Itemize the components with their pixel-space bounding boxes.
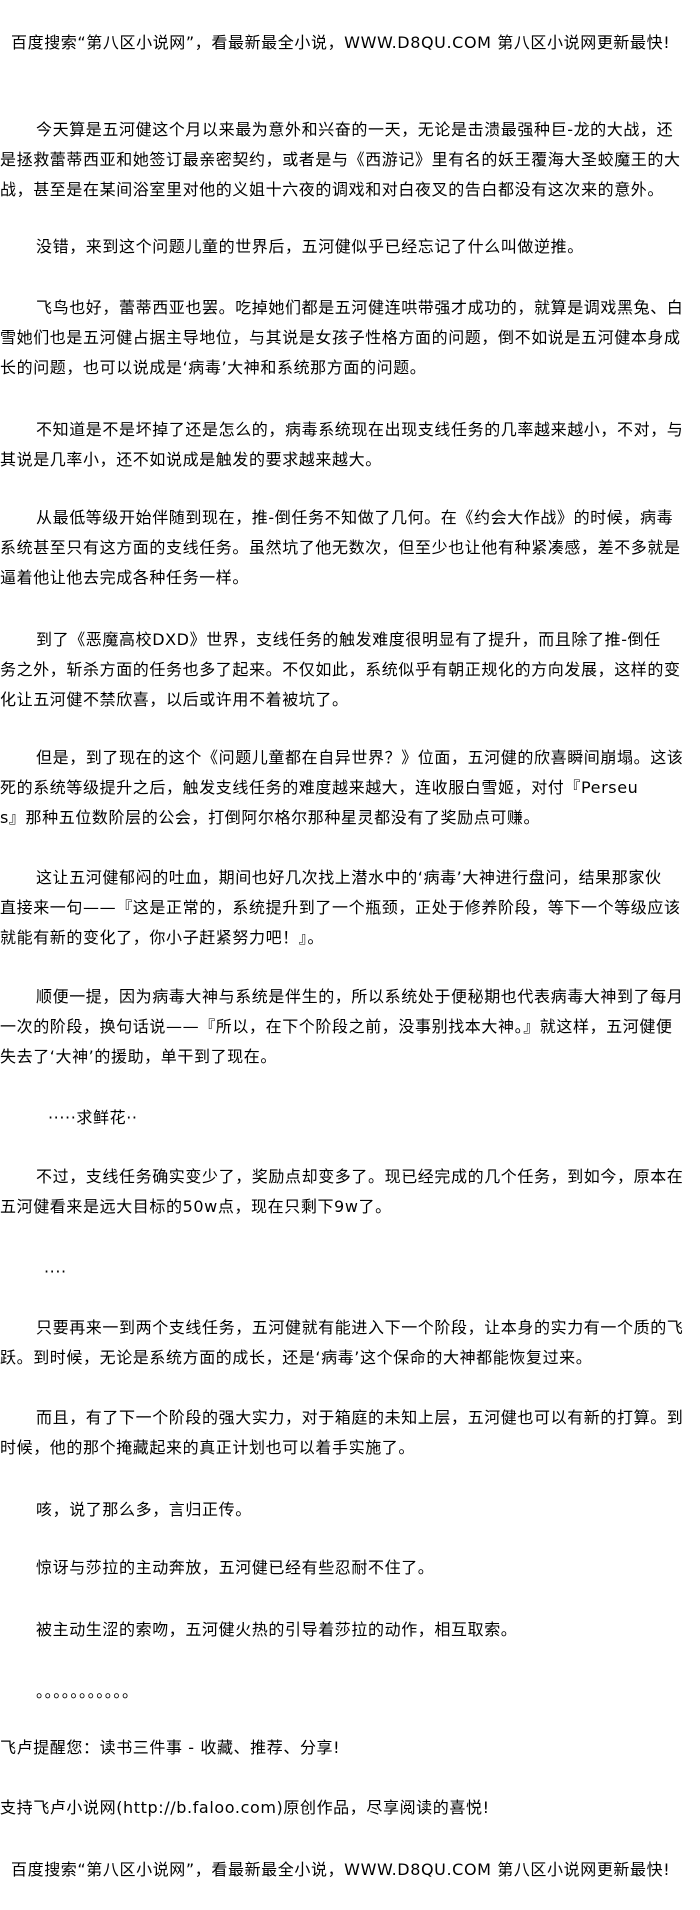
paragraph-line: 不过，支线任务确实变少了，奖励点却变多了。现已经完成的几个任务，到如今，原本在	[36, 1167, 684, 1186]
paragraph-line: 五河健看来是远大目标的50w点，现在只剩下9w了。	[0, 1197, 392, 1216]
paragraph: 今天算是五河健这个月以来最为意外和兴奋的一天，无论是击溃最强种巨-龙的大战，还是…	[0, 115, 700, 205]
notice-text: 飞卢提醒您：读书三件事 - 收藏、推荐、分享!	[0, 1738, 341, 1757]
paragraph-line: 就能有新的变化了，你小子赶紧努力吧！』。	[0, 928, 325, 947]
paragraph-line: 从最低等级开始伴随到现在，推-倒任务不知做了几何。在《约会大作战》的时候，病毒	[36, 508, 674, 527]
paragraph: 这让五河健郁闷的吐血，期间也好几次找上潜水中的‘病毒’大神进行盘问，结果那家伙直…	[0, 863, 700, 953]
paragraph-line: 其说是几率小，还不如说成是触发的要求越来越大。	[0, 450, 382, 469]
paragraph-line: 化让五河健不禁欣喜，以后或许用不着被坑了。	[0, 690, 349, 709]
reading-notice: 飞卢提醒您：读书三件事 - 收藏、推荐、分享!	[0, 1733, 700, 1763]
paragraph-line: 顺便一提，因为病毒大神与系统是伴生的，所以系统处于便秘期也代表病毒大神到了每月	[36, 987, 684, 1006]
paragraph-line: 系统甚至只有这方面的支线任务。虽然坑了他无数次，但至少也让他有种紧凑感，差不多就…	[0, 538, 681, 557]
paragraph-line: 直接来一句——『这是正常的，系统提升到了一个瓶颈，正处于修养阶段，等下一个等级应…	[0, 898, 681, 917]
paragraph-line: 不知道是不是坏掉了还是怎么的，病毒系统现在出现支线任务的几率越来越小，不对，与	[36, 420, 684, 439]
paragraph-line: 时候，他的那个掩藏起来的真正计划也可以着手实施了。	[0, 1438, 416, 1457]
paragraph: ·····求鲜花··	[12, 1103, 700, 1133]
paragraph-line: 是拯救蕾蒂西亚和她签订最亲密契约，或者是与《西游记》里有名的妖王覆海大圣蛟魔王的…	[0, 150, 681, 169]
paragraph: 。。。。。。。。。。。	[0, 1677, 700, 1707]
site-banner-top: 百度搜索“第八区小说网”，看最新最全小说，WWW.D8QU.COM 第八区小说网…	[11, 28, 700, 58]
paragraph-line: 没错，来到这个问题儿童的世界后，五河健似乎已经忘记了什么叫做逆推。	[36, 237, 584, 256]
paragraph-line: 战，甚至是在某间浴室里对他的义姐十六夜的调戏和对白夜叉的告白都没有这次来的意外。	[0, 180, 665, 199]
paragraph: 到了《恶魔高校DXD》世界，支线任务的触发难度很明显有了提升，而且除了推-倒任务…	[0, 625, 700, 715]
paragraph: 飞鸟也好，蕾蒂西亚也罢。吃掉她们都是五河健连哄带强才成功的，就算是调戏黑兔、白雪…	[0, 293, 700, 383]
paragraph: 被主动生涩的索吻，五河健火热的引导着莎拉的动作，相互取索。	[0, 1615, 700, 1645]
paragraph-line: 被主动生涩的索吻，五河健火热的引导着莎拉的动作，相互取索。	[36, 1620, 518, 1639]
banner-text: 百度搜索“第八区小说网”，看最新最全小说，WWW.D8QU.COM 第八区小说网…	[11, 33, 671, 52]
paragraph: 而且，有了下一个阶段的强大实力，对于箱庭的未知上层，五河健也可以有新的打算。到时…	[0, 1403, 700, 1463]
paragraph: 不过，支线任务确实变少了，奖励点却变多了。现已经完成的几个任务，到如今，原本在五…	[0, 1162, 700, 1222]
paragraph-line: 到了《恶魔高校DXD》世界，支线任务的触发难度很明显有了提升，而且除了推-倒任	[36, 630, 661, 649]
support-text: 支持飞卢小说网(http://b.faloo.com)原创作品，尽享阅读的喜悦!	[0, 1798, 490, 1817]
paragraph: 只要再来一到两个支线任务，五河健就有能进入下一个阶段，让本身的实力有一个质的飞跃…	[0, 1313, 700, 1373]
support-notice: 支持飞卢小说网(http://b.faloo.com)原创作品，尽享阅读的喜悦!	[0, 1793, 700, 1823]
paragraph: 惊讶与莎拉的主动奔放，五河健已经有些忍耐不住了。	[0, 1553, 700, 1583]
site-banner-bottom: 百度搜索“第八区小说网”，看最新最全小说，WWW.D8QU.COM 第八区小说网…	[11, 1855, 700, 1885]
paragraph-line: 而且，有了下一个阶段的强大实力，对于箱庭的未知上层，五河健也可以有新的打算。到	[36, 1408, 684, 1427]
paragraph-line: 失去了‘大神’的援助，单干到了现在。	[0, 1047, 277, 1066]
paragraph-line: ····	[44, 1262, 67, 1281]
paragraph-line: 今天算是五河健这个月以来最为意外和兴奋的一天，无论是击溃最强种巨-龙的大战，还	[36, 120, 674, 139]
paragraph-line: ·····求鲜花··	[48, 1108, 138, 1127]
paragraph-line: 但是，到了现在的这个《问题儿童都在自异世界？》位面，五河健的欣喜瞬间崩塌。这该	[36, 748, 684, 767]
paragraph-line: 。。。。。。。。。。。	[36, 1682, 139, 1701]
paragraph: 不知道是不是坏掉了还是怎么的，病毒系统现在出现支线任务的几率越来越小，不对，与其…	[0, 415, 700, 475]
paragraph: 咳，说了那么多，言归正传。	[0, 1495, 700, 1525]
paragraph: ····	[8, 1257, 700, 1287]
paragraph-line: s』那种五位数阶层的公会，打倒阿尔格尔那种星灵都没有了奖励点可赚。	[0, 808, 541, 827]
paragraph: 没错，来到这个问题儿童的世界后，五河健似乎已经忘记了什么叫做逆推。	[0, 232, 700, 262]
paragraph-line: 务之外，斩杀方面的任务也多了起来。不仅如此，系统似乎有朝正规化的方向发展，这样的…	[0, 660, 681, 679]
paragraph-line: 一次的阶段，换句话说——『所以，在下个阶段之前，没事别找本大神。』就这样，五河健…	[0, 1017, 673, 1036]
paragraph: 顺便一提，因为病毒大神与系统是伴生的，所以系统处于便秘期也代表病毒大神到了每月一…	[0, 982, 700, 1072]
paragraph-line: 咳，说了那么多，言归正传。	[36, 1500, 252, 1519]
paragraph-line: 只要再来一到两个支线任务，五河健就有能进入下一个阶段，让本身的实力有一个质的飞	[36, 1318, 684, 1337]
paragraph: 从最低等级开始伴随到现在，推-倒任务不知做了几何。在《约会大作战》的时候，病毒系…	[0, 503, 700, 593]
paragraph-line: 这让五河健郁闷的吐血，期间也好几次找上潜水中的‘病毒’大神进行盘问，结果那家伙	[36, 868, 662, 887]
paragraph: 但是，到了现在的这个《问题儿童都在自异世界？》位面，五河健的欣喜瞬间崩塌。这该死…	[0, 743, 700, 833]
paragraph-line: 惊讶与莎拉的主动奔放，五河健已经有些忍耐不住了。	[36, 1558, 435, 1577]
paragraph-line: 逼着他让他去完成各种任务一样。	[0, 568, 250, 587]
paragraph-line: 飞鸟也好，蕾蒂西亚也罢。吃掉她们都是五河健连哄带强才成功的，就算是调戏黑兔、白	[36, 298, 684, 317]
paragraph-line: 跃。到时候，无论是系统方面的成长，还是‘病毒’这个保命的大神都能恢复过来。	[0, 1348, 593, 1367]
paragraph-line: 长的问题，也可以说成是‘病毒’大神和系统那方面的问题。	[0, 358, 427, 377]
paragraph-line: 雪她们也是五河健占据主导地位，与其说是女孩子性格方面的问题，倒不如说是五河健本身…	[0, 328, 681, 347]
banner-text: 百度搜索“第八区小说网”，看最新最全小说，WWW.D8QU.COM 第八区小说网…	[11, 1860, 671, 1879]
paragraph-line: 死的系统等级提升之后，触发支线任务的难度越来越大，连收服白雪姬，对付『Perse…	[0, 778, 639, 797]
